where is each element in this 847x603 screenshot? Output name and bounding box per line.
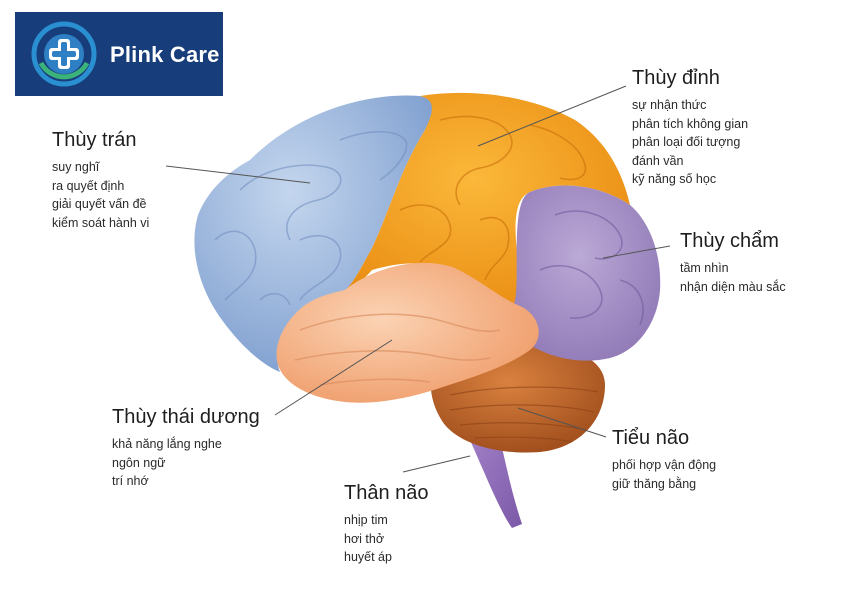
frontal-gyri — [214, 130, 408, 306]
occipital-gyri — [539, 210, 644, 326]
occipital-lobe-label: Thùy chẩm tầm nhìn nhận diện màu sắc — [680, 230, 786, 296]
parietal-lobe-title: Thùy đỉnh — [632, 67, 720, 89]
brainstem-function: huyết áp — [344, 550, 392, 564]
temporal-lobe-label: Thùy thái dương khả năng lắng nghe ngôn … — [112, 406, 260, 491]
occipital-lobe-region — [513, 185, 661, 361]
temporal-leader-line — [274, 339, 393, 416]
leader-lines — [165, 85, 671, 473]
brainstem-title: Thân não — [344, 482, 429, 504]
temporal-lobe-region — [276, 262, 539, 403]
brand-logo: Plink Care — [15, 12, 223, 96]
parietal-function: phân tích không gian — [632, 116, 749, 131]
parietal-lobe-label: Thùy đỉnh sự nhận thức phân tích không g… — [632, 67, 748, 189]
cerebellum-leader-line — [517, 407, 607, 438]
occipital-leader-line — [602, 245, 671, 259]
parietal-function: phân loại đối tượng — [632, 135, 741, 149]
occipital-lobe-title: Thùy chẩm — [680, 230, 779, 252]
temporal-lobe-title: Thùy thái dương — [112, 406, 260, 428]
parietal-function: sự nhận thức — [632, 98, 707, 112]
frontal-leader-line — [165, 165, 311, 184]
frontal-function: giải quyết vấn đề — [52, 197, 147, 211]
frontal-lobe-label: Thùy trán suy nghĩ ra quyết định giải qu… — [52, 129, 149, 232]
cerebellum-label: Tiểu não phối hợp vận động giữ thăng bằn… — [612, 427, 716, 493]
temporal-gyri — [294, 313, 501, 386]
parietal-leader-line — [477, 85, 627, 147]
temporal-function: ngôn ngữ — [112, 455, 166, 470]
frontal-function: ra quyết định — [52, 178, 125, 193]
medical-cross-icon — [31, 21, 97, 87]
brainstem-label: Thân não nhịp tim hơi thở huyết áp — [344, 482, 429, 567]
frontal-lobe-region — [194, 95, 434, 373]
frontal-function: suy nghĩ — [52, 160, 100, 174]
cerebellum-title: Tiểu não — [612, 427, 690, 449]
parietal-lobe-region — [345, 92, 630, 307]
brainstem-leader-line — [402, 455, 471, 473]
brainstem-function: nhịp tim — [344, 513, 388, 527]
parietal-function: đánh vần — [632, 153, 684, 168]
cerebellum-function: giữ thăng bằng — [612, 476, 697, 491]
brainstem-function: hơi thở — [344, 531, 385, 546]
occipital-function: nhận diện màu sắc — [680, 279, 786, 294]
brand-name: Plink Care — [110, 42, 220, 67]
temporal-function: khả năng lắng nghe — [112, 437, 222, 451]
parietal-gyri — [399, 115, 587, 281]
cerebellum-function: phối hợp vận động — [612, 458, 717, 472]
temporal-function: trí nhớ — [112, 474, 149, 488]
frontal-function: kiểm soát hành vi — [52, 215, 150, 230]
occipital-function: tầm nhìn — [680, 261, 729, 275]
parietal-function: kỹ năng số học — [632, 172, 717, 186]
frontal-lobe-title: Thùy trán — [52, 129, 137, 151]
